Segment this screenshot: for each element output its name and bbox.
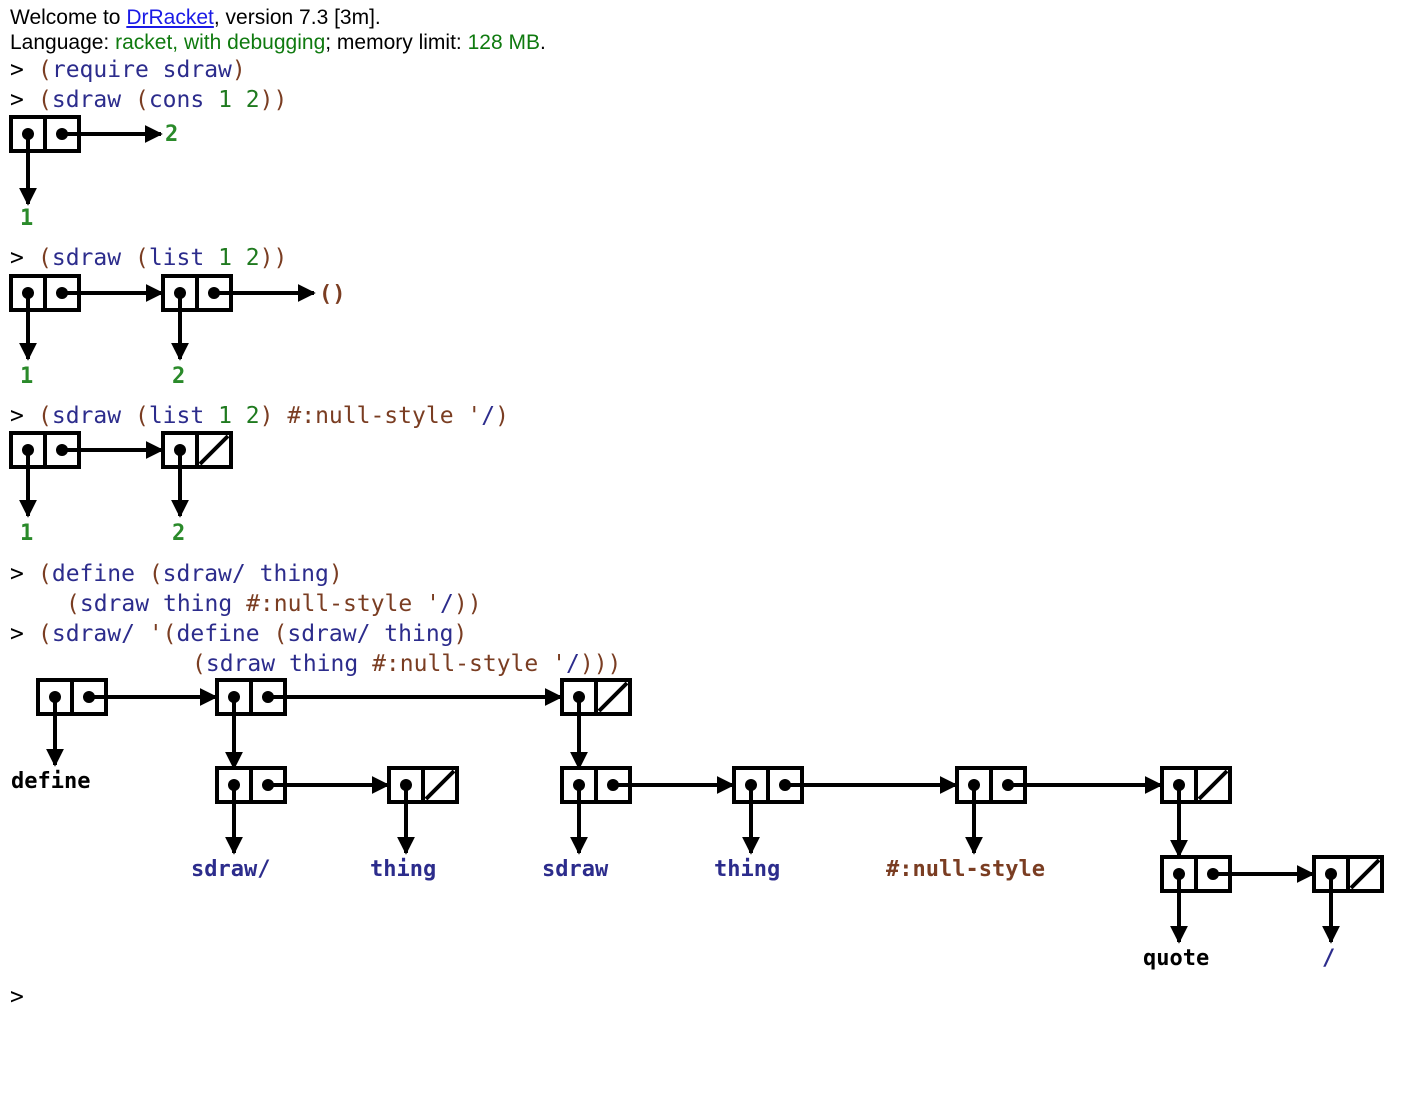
atom-label: 2 [165,122,178,147]
atom-label: #:null-style [886,857,1045,882]
atom-label: 2 [172,521,185,546]
atom-label: 1 [20,206,33,231]
repl-expression: (sdraw (list 1 2)) [38,245,288,271]
repl-expression-continuation: (sdraw thing #:null-style '/)) [66,591,482,617]
atom-label: 1 [20,521,33,546]
repl-expression: (sdraw (cons 1 2)) [38,87,288,113]
repl-prompt: > [10,57,24,83]
null-slash [1349,858,1381,890]
atom-label: sdraw [542,857,609,882]
cons-cell [215,766,287,804]
cons-cell [1160,766,1232,804]
atom-label: sdraw/ [191,857,270,882]
atom-label: quote [1143,946,1209,971]
repl-expression: (require sdraw) [38,57,246,83]
memory-label: ; memory limit: [325,31,468,54]
null-slash [597,681,629,713]
cons-cell [1312,855,1384,893]
repl-prompt: > [10,87,24,113]
version-text: , version 7.3 [3m]. [213,6,381,29]
atom-label: thing [714,857,780,882]
repl-prompt: > [10,621,24,647]
cons-cell [161,431,233,469]
atom-label: 2 [172,364,185,389]
atom-label: 1 [20,364,33,389]
null-slash [1197,769,1229,801]
cons-cell [9,431,81,469]
repl-expression-continuation: (sdraw thing #:null-style '/))) [192,651,622,677]
repl-prompt: > [10,561,24,587]
cons-cell [560,678,632,716]
atom-label: thing [370,857,436,882]
memory-value: 128 MB [467,31,540,54]
repl-expression: (sdraw (list 1 2) #:null-style '/) [38,403,509,429]
repl-prompt: > [10,245,24,271]
drracket-link[interactable]: DrRacket [126,6,214,29]
null-slash [198,434,230,466]
cons-cell [387,766,459,804]
null-label: () [319,282,346,307]
memory-suffix: . [539,31,546,54]
atom-label: define [11,769,90,794]
atom-label: / [1322,946,1335,971]
repl-input-prompt[interactable]: > [10,984,24,1010]
language-value: racket, with debugging [115,31,326,54]
welcome-banner: Welcome to DrRacket, version 7.3 [3m]. [10,7,381,28]
welcome-text: Welcome to [10,6,127,29]
null-slash [424,769,456,801]
language-label: Language: [10,31,116,54]
language-banner: Language: racket, with debugging; memory… [10,32,546,53]
repl-expression: (define (sdraw/ thing) [38,561,343,587]
repl-prompt: > [10,403,24,429]
repl-expression: (sdraw/ '(define (sdraw/ thing) [38,621,468,647]
